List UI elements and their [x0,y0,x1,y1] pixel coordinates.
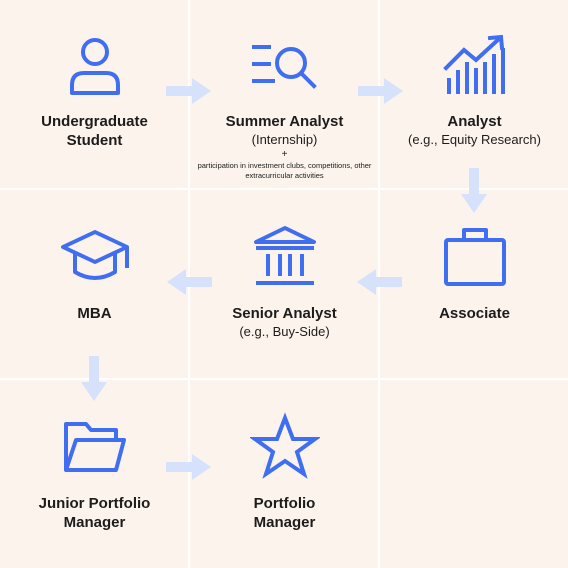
person-icon [60,30,130,100]
node-subtitle: (e.g., Buy-Side) [239,324,330,339]
grid-cell [0,380,188,568]
arrow-right [358,78,403,104]
node-note: participation in investment clubs, compe… [197,161,372,180]
arrow-left [357,269,402,295]
star-icon [249,412,320,482]
arrow-down [461,168,487,213]
node-subtitle: (Internship) [251,132,318,147]
node-associate: Associate [380,222,568,323]
node-title: Analyst [447,113,502,130]
plus-sign: + [281,149,288,160]
node-title: Associate [439,305,510,322]
folder-icon [60,412,130,482]
node-mba: MBA [0,222,189,323]
grid-cell [0,190,188,378]
grid-cell [190,0,378,188]
bar-chart-icon [440,30,510,100]
grid-cell [190,380,378,568]
briefcase-icon [440,222,510,292]
grid-cell [380,380,568,568]
node-junior-portfolio-manager: Junior Portfolio Manager [0,412,189,532]
node-title: MBA [77,305,112,322]
node-title: Portfolio Manager [253,495,316,531]
node-subtitle: (e.g., Equity Research) [408,132,541,147]
node-senior-analyst: Senior Analyst (e.g., Buy-Side) [190,222,379,340]
arrow-left [167,269,212,295]
graduation-cap-icon [57,222,133,292]
node-title: Junior Portfolio Manager [38,495,151,531]
search-list-icon [247,30,323,100]
node-title: Senior Analyst [232,305,337,322]
arrow-right [166,78,211,104]
node-analyst: Analyst (e.g., Equity Research) [380,30,568,148]
bank-icon [250,222,320,292]
node-summer-analyst: Summer Analyst (Internship) + participat… [190,30,379,181]
node-title: Undergraduate Student [41,113,148,149]
node-undergraduate-student: Undergraduate Student [0,30,189,150]
arrow-down [81,356,107,401]
node-portfolio-manager: Portfolio Manager [190,412,379,532]
arrow-right [166,454,211,480]
node-title: Summer Analyst [225,113,344,130]
